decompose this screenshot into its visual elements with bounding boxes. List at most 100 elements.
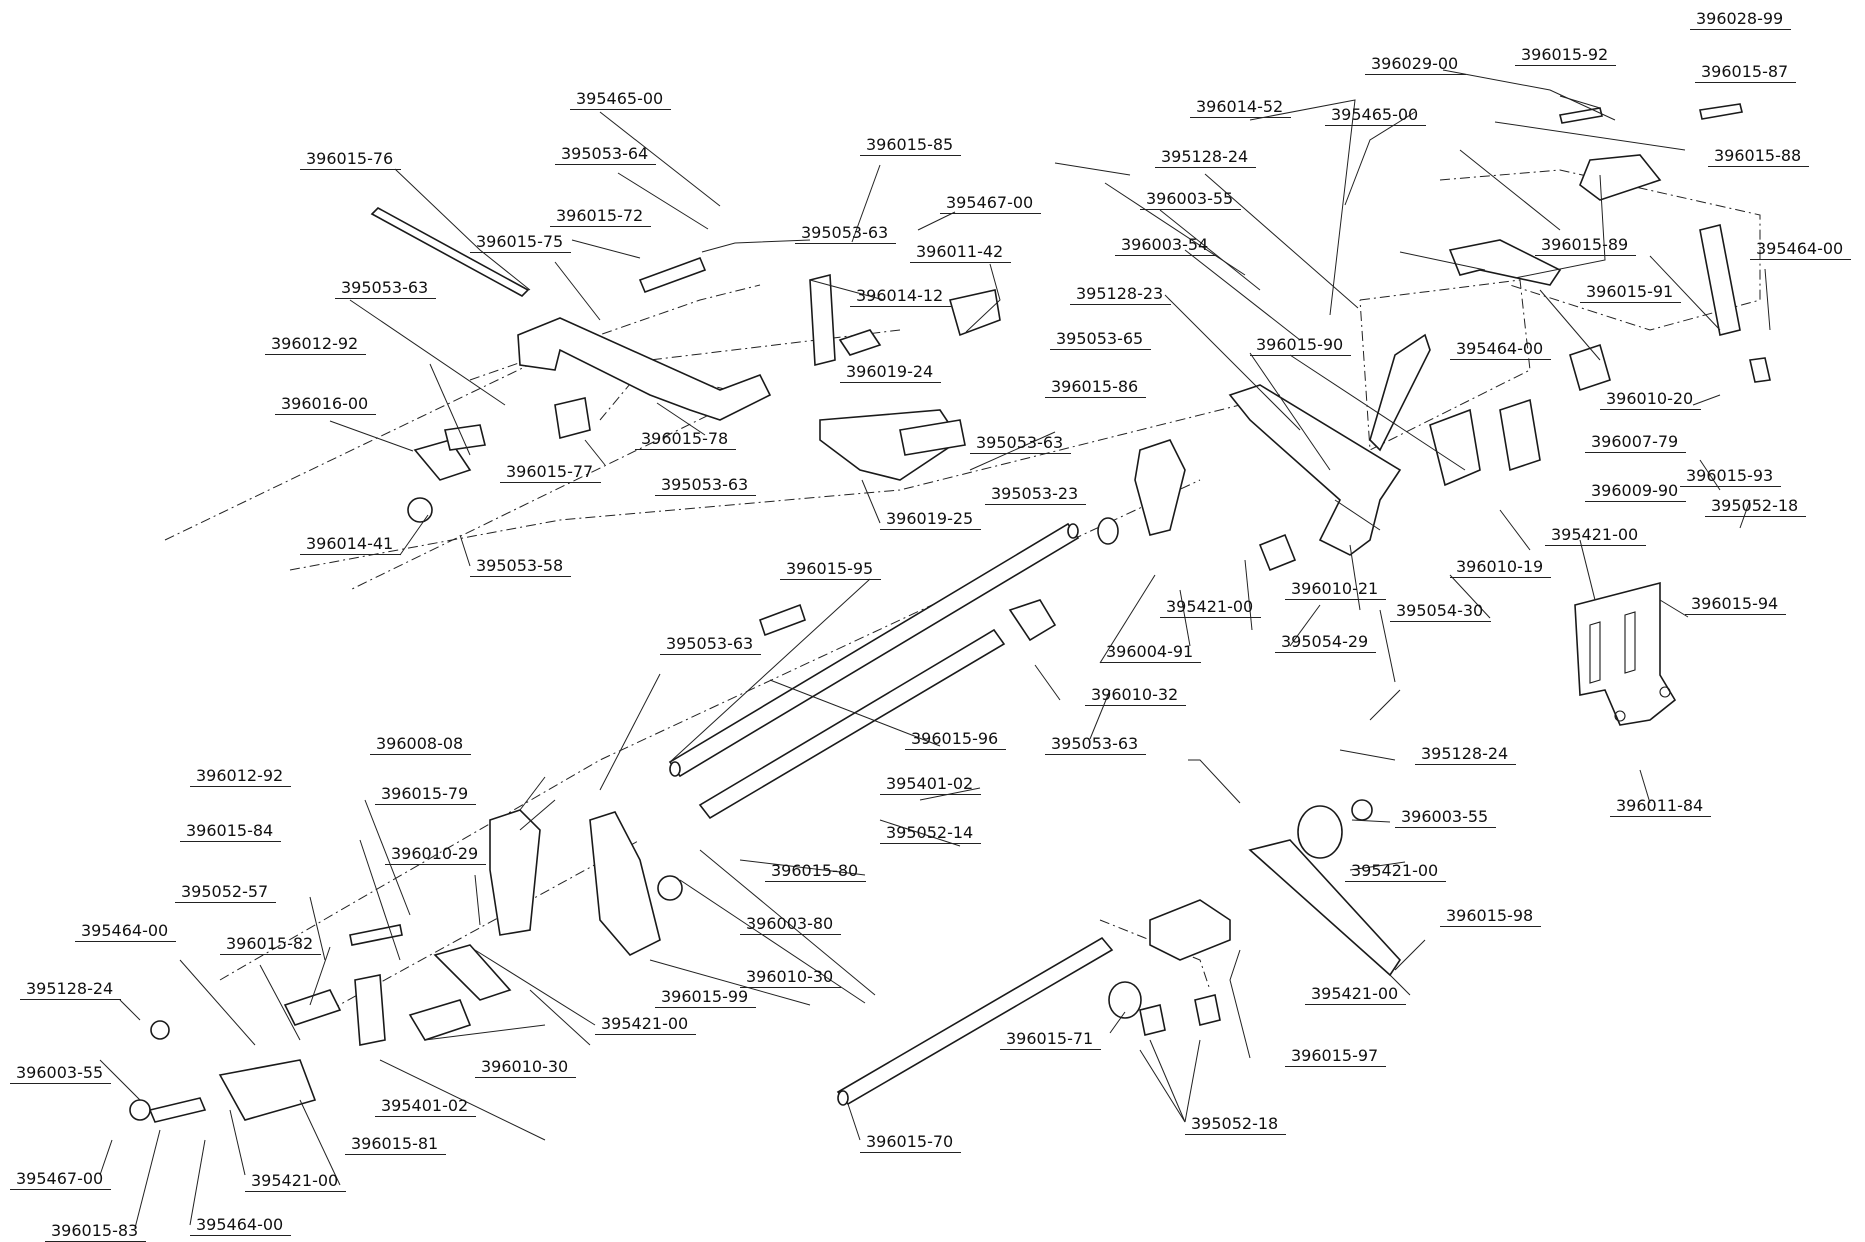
label-396015-98: 396015-98 — [1440, 907, 1542, 927]
label-396009-90: 396009-90 — [1585, 482, 1687, 502]
lower-left-assembly — [129, 809, 683, 1123]
upper-left-assembly — [407, 256, 1001, 637]
label-396029-00: 396029-00 — [1365, 55, 1467, 75]
label-395128-24-l: 395128-24 — [20, 980, 122, 1000]
label-395053-58: 395053-58 — [470, 557, 572, 577]
label-395052-18-r: 395052-18 — [1705, 497, 1807, 517]
label-395054-29: 395054-29 — [1275, 633, 1377, 653]
label-396003-54: 396003-54 — [1115, 236, 1217, 256]
label-396012-92-low: 396012-92 — [190, 767, 292, 787]
label-396015-83: 396015-83 — [45, 1222, 147, 1242]
shaft-396015-76 — [370, 207, 530, 297]
label-396003-55-r: 396003-55 — [1395, 808, 1497, 828]
label-396014-12: 396014-12 — [850, 287, 952, 307]
shafts — [370, 207, 1114, 1106]
label-396015-99: 396015-99 — [655, 988, 757, 1008]
label-395421-00-r: 395421-00 — [1545, 526, 1647, 546]
label-396015-92: 396015-92 — [1515, 46, 1617, 66]
label-395467-00-top: 395467-00 — [940, 194, 1042, 214]
label-396004-91: 396004-91 — [1100, 643, 1202, 663]
label-395401-02-l: 395401-02 — [375, 1097, 477, 1117]
label-395421-00-ll: 395421-00 — [245, 1172, 347, 1192]
label-396016-00: 396016-00 — [275, 395, 377, 415]
center-right-assembly — [1008, 103, 1771, 642]
label-395421-00-c: 395421-00 — [1160, 598, 1262, 618]
plate-396015-94 — [1574, 581, 1677, 726]
label-395052-18-l: 395052-18 — [1185, 1115, 1287, 1135]
label-396014-52: 396014-52 — [1190, 98, 1292, 118]
label-396015-72: 396015-72 — [550, 207, 652, 227]
label-396015-95: 396015-95 — [780, 560, 882, 580]
label-396015-75: 396015-75 — [470, 233, 572, 253]
label-396015-82: 396015-82 — [220, 935, 322, 955]
label-396010-19: 396010-19 — [1450, 558, 1552, 578]
shaft-396015-70 — [836, 936, 1114, 1106]
label-396007-79: 396007-79 — [1585, 433, 1687, 453]
label-395464-00-r: 395464-00 — [1750, 240, 1852, 260]
label-396010-32: 396010-32 — [1085, 686, 1187, 706]
label-396015-80: 396015-80 — [765, 862, 867, 882]
label-395053-63-u3: 395053-63 — [655, 476, 757, 496]
label-396012-92-top: 396012-92 — [265, 335, 367, 355]
label-396015-71: 396015-71 — [1000, 1030, 1102, 1050]
label-395421-00-l: 395421-00 — [595, 1015, 697, 1035]
label-395401-02-m: 395401-02 — [880, 775, 982, 795]
label-396015-77: 396015-77 — [500, 463, 602, 483]
label-395464-00-mid: 395464-00 — [1450, 340, 1552, 360]
label-396014-41: 396014-41 — [300, 535, 402, 555]
label-395053-63-u2: 395053-63 — [335, 279, 437, 299]
label-395465-00-r: 395465-00 — [1325, 106, 1427, 126]
label-396015-91: 396015-91 — [1580, 283, 1682, 303]
label-396015-70: 396015-70 — [860, 1133, 962, 1153]
label-395053-23: 395053-23 — [985, 485, 1087, 505]
label-395052-14: 395052-14 — [880, 824, 982, 844]
label-396010-30-l: 396010-30 — [475, 1058, 577, 1078]
label-395421-00-rr: 395421-00 — [1345, 862, 1447, 882]
label-396011-84: 396011-84 — [1610, 797, 1712, 817]
label-395128-24-r: 395128-24 — [1415, 745, 1517, 765]
label-396003-55-l: 396003-55 — [10, 1064, 112, 1084]
label-396003-80: 396003-80 — [740, 915, 842, 935]
label-396015-93: 396015-93 — [1680, 467, 1782, 487]
label-396010-29: 396010-29 — [385, 845, 487, 865]
label-395053-63-c1: 395053-63 — [970, 434, 1072, 454]
shaft-396015-96 — [698, 628, 1006, 820]
label-396015-84: 396015-84 — [180, 822, 282, 842]
label-395053-63-u1: 395053-63 — [795, 224, 897, 244]
label-396003-55-top: 396003-55 — [1140, 190, 1242, 210]
lower-right-assembly — [1108, 799, 1402, 1036]
label-396011-42: 396011-42 — [910, 243, 1012, 263]
label-395464-00-l: 395464-00 — [75, 922, 177, 942]
label-396015-97: 396015-97 — [1285, 1047, 1387, 1067]
label-395464-00-ll: 395464-00 — [190, 1216, 292, 1236]
label-395128-23: 395128-23 — [1070, 285, 1172, 305]
label-396015-79: 396015-79 — [375, 785, 477, 805]
label-396010-21: 396010-21 — [1285, 580, 1387, 600]
label-396015-81: 396015-81 — [345, 1135, 447, 1155]
label-396015-90: 396015-90 — [1250, 336, 1352, 356]
label-395053-63-c2: 395053-63 — [1045, 735, 1147, 755]
label-396015-88: 396015-88 — [1708, 147, 1810, 167]
label-395053-63-m: 395053-63 — [660, 635, 762, 655]
label-396015-87: 396015-87 — [1695, 63, 1797, 83]
label-395465-00-l: 395465-00 — [570, 90, 672, 110]
label-395053-65: 395053-65 — [1050, 330, 1152, 350]
label-396010-20: 396010-20 — [1600, 390, 1702, 410]
leader-lines — [99, 69, 1771, 1229]
label-395053-64: 395053-64 — [555, 145, 657, 165]
label-396008-08: 396008-08 — [370, 735, 472, 755]
label-396015-94: 396015-94 — [1685, 595, 1787, 615]
label-395054-30: 395054-30 — [1390, 602, 1492, 622]
label-395128-24-top: 395128-24 — [1155, 148, 1257, 168]
label-396019-25: 396019-25 — [880, 510, 982, 530]
label-395421-00-rl: 395421-00 — [1305, 985, 1407, 1005]
label-396010-30-m: 396010-30 — [740, 968, 842, 988]
label-396015-86: 396015-86 — [1045, 378, 1147, 398]
label-395052-57: 395052-57 — [175, 883, 277, 903]
label-396015-78: 396015-78 — [635, 430, 737, 450]
label-396028-99: 396028-99 — [1690, 10, 1792, 30]
label-395467-00-l: 395467-00 — [10, 1170, 112, 1190]
label-396015-89: 396015-89 — [1535, 236, 1637, 256]
